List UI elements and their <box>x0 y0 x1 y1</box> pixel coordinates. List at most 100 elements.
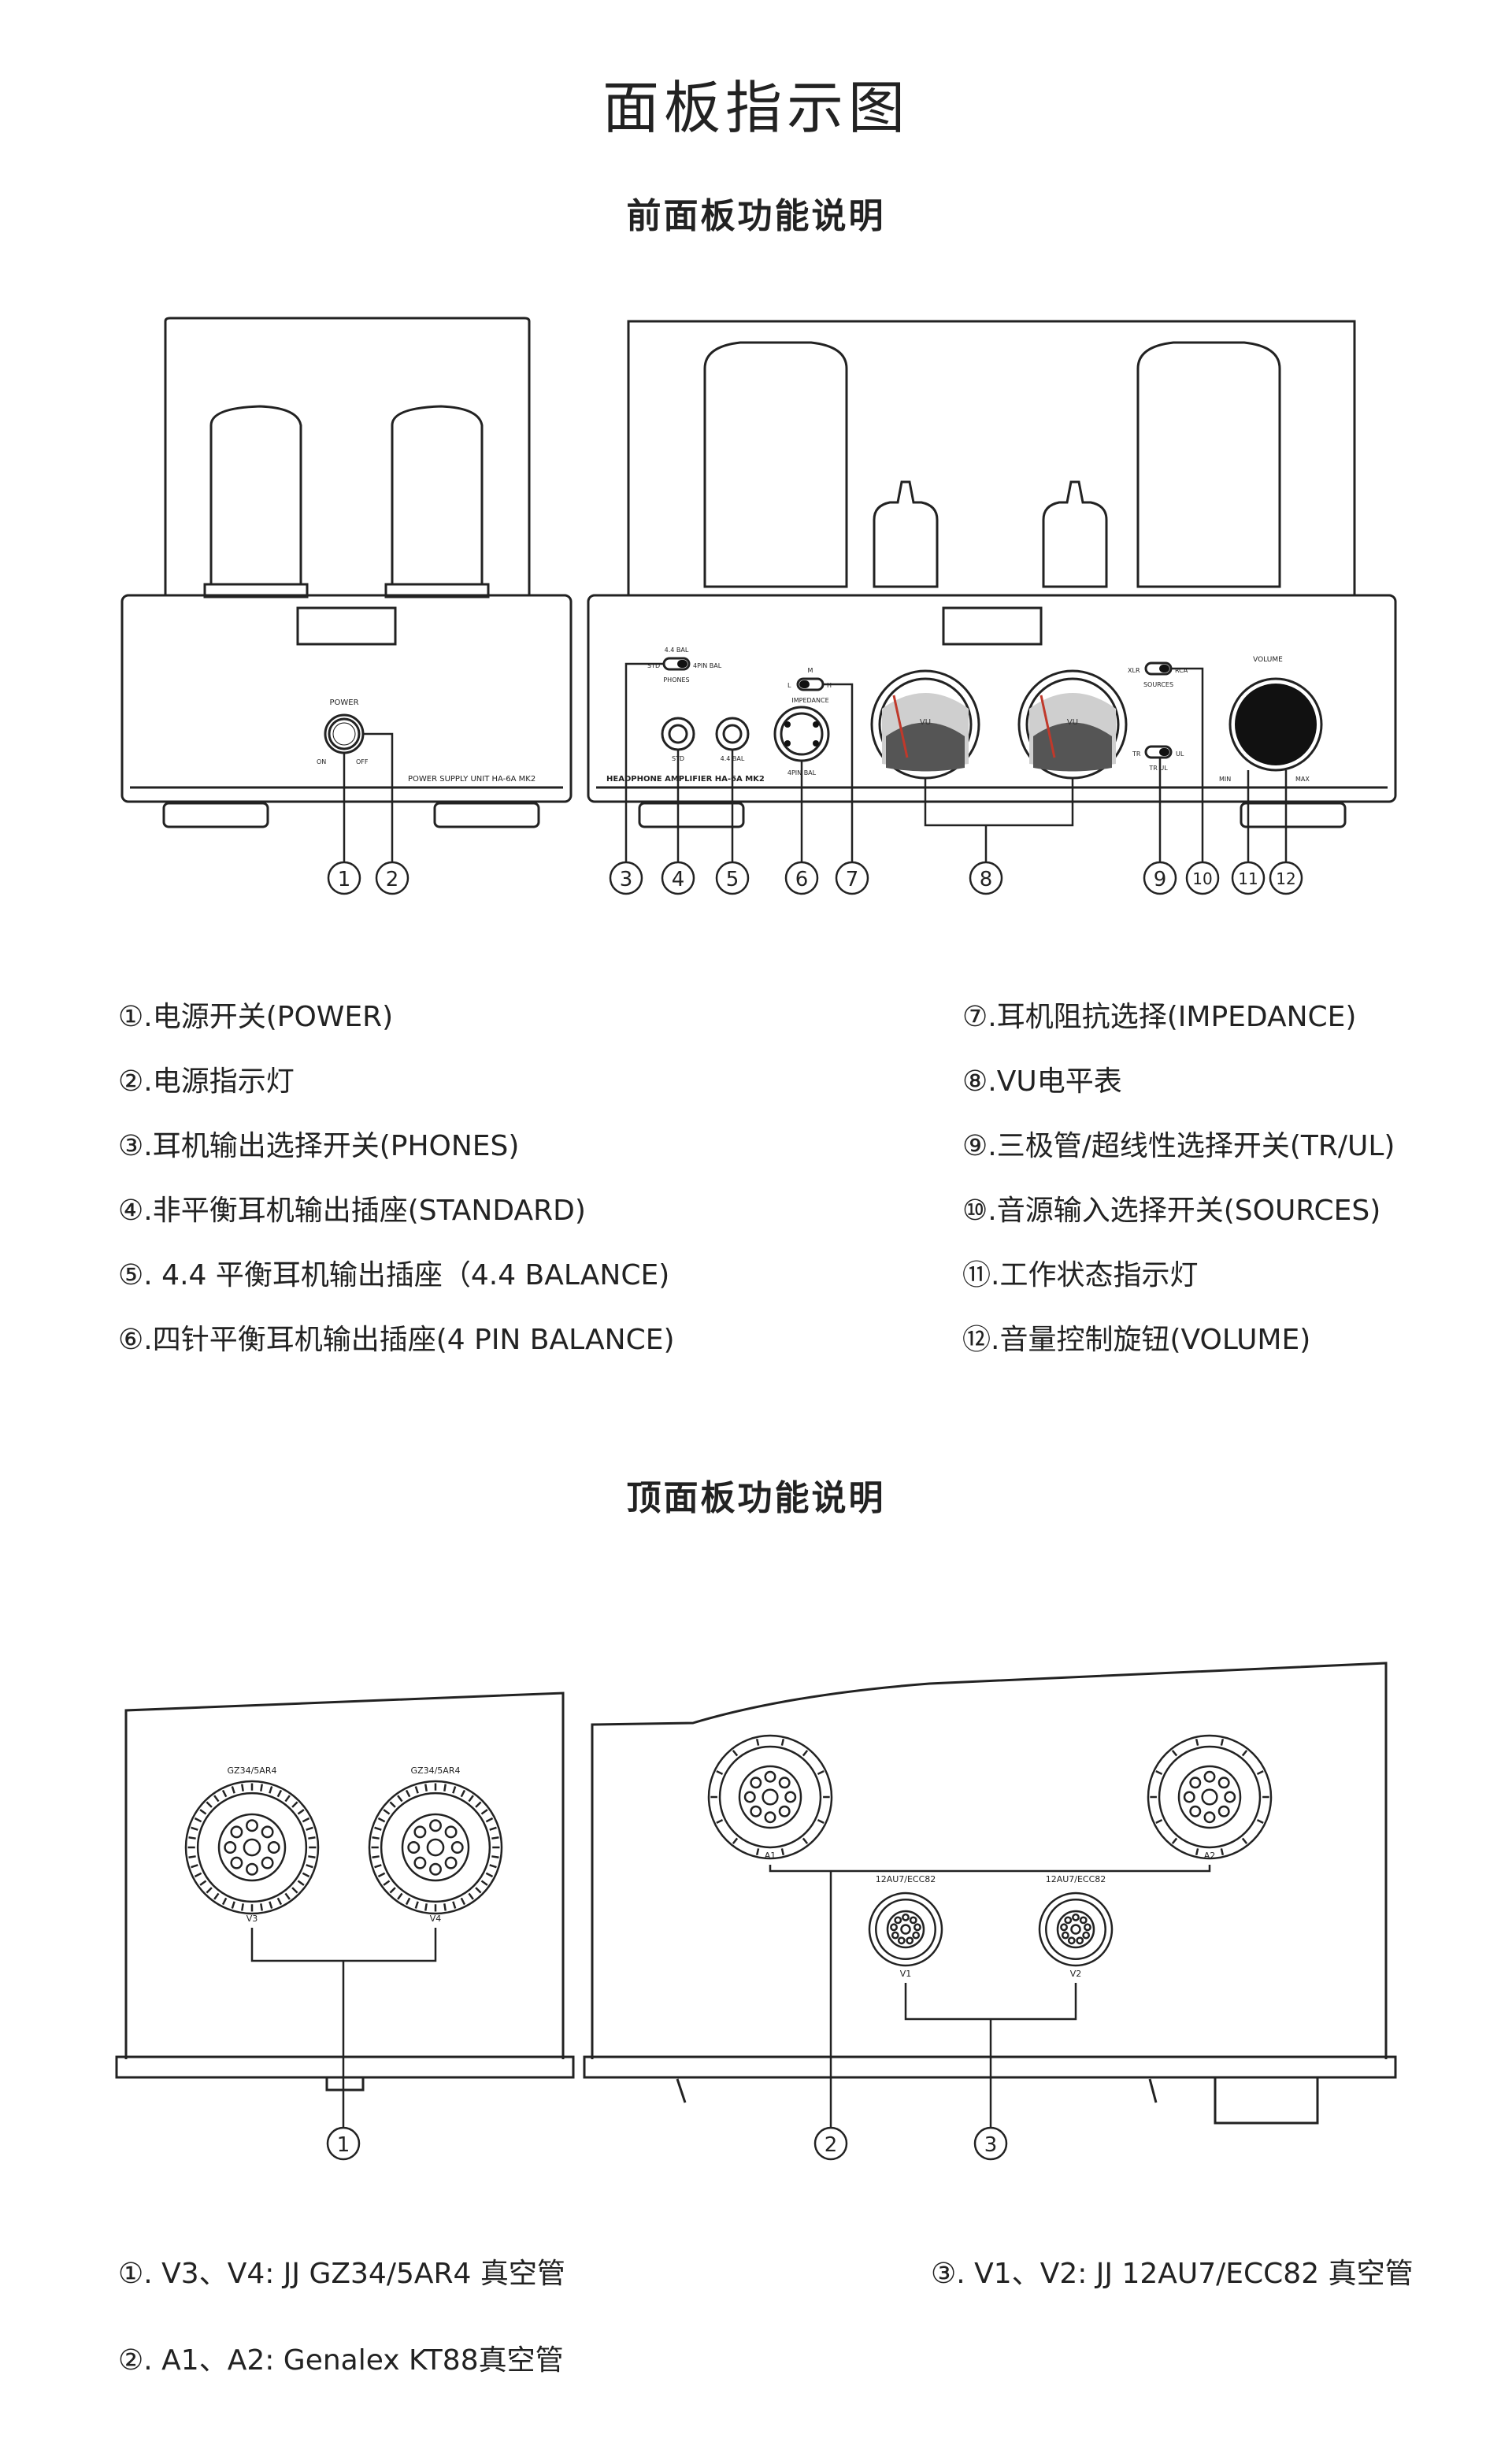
amp-cage <box>627 320 1356 595</box>
a1-label: A1 <box>765 1851 776 1861</box>
svg-text:STD: STD <box>647 662 660 669</box>
ecc82-left <box>873 480 939 588</box>
v1-type: 12AU7/ECC82 <box>876 1874 936 1884</box>
v4-label: V4 <box>430 1914 442 1924</box>
v2-label: V2 <box>1070 1969 1082 1979</box>
a2-label: A2 <box>1204 1851 1216 1861</box>
top-item-1: ①. V3、V4: JJ GZ34/5AR4 真空管 <box>118 2258 565 2290</box>
amp-chassis <box>587 594 1397 803</box>
front-panel-heading: 前面板功能说明 <box>626 196 886 236</box>
front-item-3: ③.耳机输出选择开关(PHONES) <box>118 1130 520 1162</box>
v4-type: GZ34/5AR4 <box>411 1766 461 1776</box>
v3-label: V3 <box>246 1914 258 1924</box>
psu-chassis <box>120 594 573 803</box>
v1-label: V1 <box>900 1969 912 1979</box>
psu-logo-box <box>296 606 397 646</box>
amp-model-text: HEADPHONE AMPLIFIER HA-6A MK2 <box>606 775 765 784</box>
callout-2: 2 <box>375 861 410 895</box>
impedance-label: IMPEDANCE <box>791 697 828 704</box>
front-item-6: ⑥.四针平衡耳机输出插座(4 PIN BALANCE) <box>118 1324 675 1356</box>
svg-text:XLR: XLR <box>1128 667 1140 674</box>
kt88-right <box>1136 341 1281 588</box>
svg-text:8: 8 <box>980 868 993 891</box>
callout-7: 7 <box>835 861 869 895</box>
v2-socket <box>1038 1892 1114 1967</box>
psu-foot-right <box>433 802 540 828</box>
callout-3: 3 <box>609 861 643 895</box>
svg-text:2: 2 <box>386 868 399 891</box>
on-label: ON <box>317 758 326 765</box>
svg-text:3: 3 <box>620 868 633 891</box>
psu-tube-base-left <box>203 583 309 598</box>
top-item-3: ③. V1、V2: JJ 12AU7/ECC82 真空管 <box>931 2258 1414 2290</box>
svg-text:4PIN BAL: 4PIN BAL <box>693 662 722 669</box>
psu-model-text: POWER SUPPLY UNIT HA-6A MK2 <box>408 775 536 784</box>
svg-text:12: 12 <box>1276 869 1295 888</box>
svg-text:3: 3 <box>984 2133 998 2157</box>
amp-foot-right <box>1240 802 1347 828</box>
svg-text:TR: TR <box>1132 750 1141 758</box>
svg-text:M: M <box>808 667 813 674</box>
front-item-9: ⑨.三极管/超线性选择开关(TR/UL) <box>962 1130 1395 1162</box>
psu-cage <box>164 317 531 595</box>
svg-text:1: 1 <box>337 2133 350 2157</box>
svg-text:RCA: RCA <box>1175 667 1188 674</box>
svg-text:MAX: MAX <box>1295 776 1310 783</box>
front-item-4: ④.非平衡耳机输出插座(STANDARD) <box>118 1195 586 1227</box>
front-callouts: 1 2 3 4 5 6 7 8 9 10 11 12 <box>327 861 1303 895</box>
power-label: POWER <box>329 698 358 707</box>
callout-10: 10 <box>1185 861 1220 895</box>
callout-1: 1 <box>327 861 361 895</box>
top-panel-diagram: GZ34/5AR4 GZ34/5AR4 V3 V4 A1 A2 12AU7/EC… <box>115 1662 1397 2161</box>
svg-text:4.4 BAL: 4.4 BAL <box>665 647 689 654</box>
v4-socket <box>368 1780 503 1915</box>
callout-4: 4 <box>661 861 695 895</box>
top-item-2: ②. A1、A2: Genalex KT88真空管 <box>118 2344 564 2377</box>
volume-knob <box>1235 684 1317 765</box>
power-button <box>324 713 365 754</box>
sources-label: SOURCES <box>1143 681 1173 688</box>
psu-tube-base-right <box>384 583 490 598</box>
kt88-left <box>703 341 848 588</box>
front-item-12: ⑫.音量控制旋钮(VOLUME) <box>962 1324 1311 1356</box>
svg-text:5: 5 <box>726 868 739 891</box>
callout-6: 6 <box>784 861 819 895</box>
a1-socket <box>707 1734 833 1860</box>
phones-label: PHONES <box>663 676 689 684</box>
v3-type: GZ34/5AR4 <box>228 1766 277 1776</box>
volume-label: VOLUME <box>1253 656 1283 664</box>
psu-tube-left <box>209 405 302 586</box>
vu-label-right: VU <box>1067 718 1078 727</box>
top-callout-3: 3 <box>973 2126 1008 2161</box>
svg-text:10: 10 <box>1192 869 1212 888</box>
callout-5: 5 <box>715 861 750 895</box>
top-callout-1: 1 <box>326 2126 361 2161</box>
svg-text:1: 1 <box>338 868 351 891</box>
top-panel-heading: 顶面板功能说明 <box>626 1478 886 1518</box>
svg-text:2: 2 <box>825 2133 838 2157</box>
std-jack <box>661 717 695 751</box>
psu-top-outline <box>124 1691 565 2059</box>
svg-text:L: L <box>788 682 791 689</box>
volume-knob-ring <box>1228 677 1323 772</box>
svg-text:UL: UL <box>1176 750 1184 758</box>
a2-socket <box>1147 1734 1273 1860</box>
callout-9: 9 <box>1143 861 1177 895</box>
front-item-8: ⑧.VU电平表 <box>962 1065 1122 1098</box>
svg-text:7: 7 <box>846 868 859 891</box>
front-item-5: ⑤. 4.4 平衡耳机输出插座（4.4 BALANCE) <box>118 1259 670 1291</box>
ecc82-right <box>1042 480 1108 588</box>
amp-logo-box <box>942 606 1043 646</box>
top-callout-2: 2 <box>813 2126 848 2161</box>
v3-socket <box>184 1780 320 1915</box>
v2-type: 12AU7/ECC82 <box>1046 1874 1106 1884</box>
front-item-11: ⑪.工作状态指示灯 <box>962 1259 1199 1291</box>
svg-text:6: 6 <box>795 868 809 891</box>
callout-8: 8 <box>969 861 1003 895</box>
psu-top-front <box>115 2055 575 2079</box>
callout-12: 12 <box>1269 861 1303 895</box>
svg-text:4: 4 <box>672 868 685 891</box>
psu-tube-right <box>391 405 484 586</box>
xlr-jack <box>773 706 830 762</box>
svg-text:9: 9 <box>1154 868 1167 891</box>
